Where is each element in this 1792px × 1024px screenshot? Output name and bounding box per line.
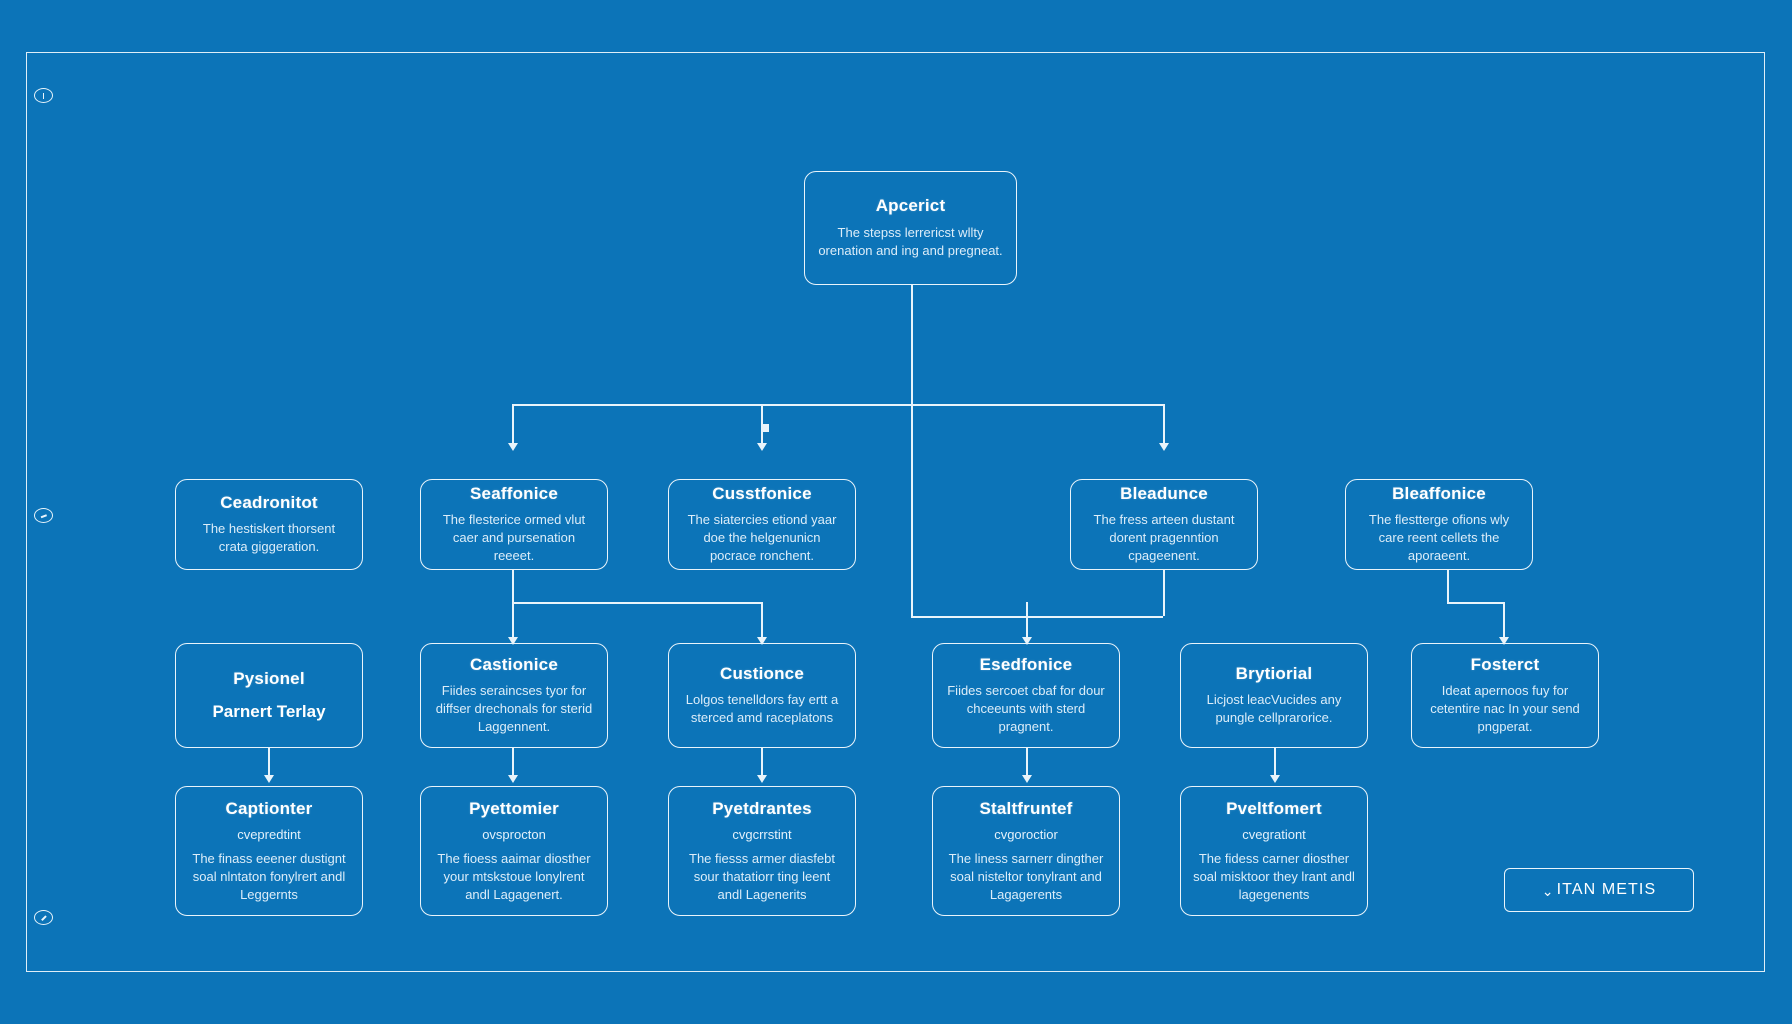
- node-body: Lolgos tenelldors fay ertt a sterced amd…: [685, 692, 839, 726]
- connector-drop-1: [512, 404, 514, 448]
- connector-arrow-3: [1159, 443, 1169, 451]
- node-l2-seaffonice[interactable]: Seaffonice The flesterice ormed vlut cae…: [420, 479, 608, 570]
- node-l2-cusstfonice[interactable]: Cusstfonice The siatercies etiond yaar d…: [668, 479, 856, 570]
- node-subtitle: cvegrationt: [1242, 827, 1306, 843]
- connector-center-long: [911, 404, 913, 617]
- connector-arrow-6: [1022, 637, 1032, 645]
- node-l4-staltfruntef[interactable]: Staltfruntef cvgoroctior The liness sarn…: [932, 786, 1120, 916]
- node-l4-pveltfomert[interactable]: Pveltfomert cvegrationt The fidess carne…: [1180, 786, 1368, 916]
- node-title: Seaffonice: [470, 483, 558, 503]
- connector-l2-l3-drop-b: [761, 602, 763, 643]
- connector-l3-l4-4: [1026, 748, 1028, 781]
- node-body: The siatercies etiond yaar doe the helge…: [687, 512, 837, 564]
- node-title: Fosterct: [1470, 654, 1540, 674]
- node-title: Custionce: [720, 663, 804, 683]
- node-title-secondary: Parnert Terlay: [212, 702, 326, 722]
- node-title: Staltfruntef: [979, 798, 1073, 818]
- node-l4-pyettomier[interactable]: Pyettomier ovsprocton The fioess aaimar …: [420, 786, 608, 916]
- node-body: The fidess carner diosther soal misktoor…: [1193, 850, 1355, 902]
- chevron-down-icon: ⌄: [1541, 883, 1555, 899]
- connector-drop-2: [761, 404, 763, 448]
- node-body: Ideat apernoos fuy for cetentire nac In …: [1430, 683, 1580, 735]
- node-body: The fress arteen dustant dorent pragennt…: [1093, 512, 1235, 564]
- connector-arrow-8: [264, 775, 274, 783]
- connector-l2-l3-drop-d: [1503, 602, 1505, 643]
- connector-center-riser: [1163, 570, 1165, 616]
- node-l2-bleadunce[interactable]: Bleadunce The fress arteen dustant doren…: [1070, 479, 1258, 570]
- node-root-body: The stepss lerrericst wllty orenation an…: [818, 224, 1003, 258]
- connector-arrow-2: [757, 443, 767, 451]
- node-body: The flesterice ormed vlut caer and purse…: [442, 512, 586, 564]
- connector-arrow-11: [1022, 775, 1032, 783]
- connector-l3-l4-1: [268, 748, 270, 781]
- connector-l2-l3-d: [1447, 570, 1449, 602]
- connector-drop-3: [1163, 404, 1165, 448]
- node-body: The fiesss armer diasfebt sour thatatior…: [689, 850, 835, 902]
- node-title: Cusstfonice: [712, 483, 812, 503]
- node-title: Ceadronitot: [220, 492, 318, 512]
- node-title: Pyetdrantes: [712, 798, 812, 818]
- node-root-title: Apcerict: [875, 196, 946, 216]
- connector-arrow-5: [757, 637, 767, 645]
- node-l3-esedfonice[interactable]: Esedfonice Fiides sercoet cbaf for dour …: [932, 643, 1120, 748]
- connector-l3-l4-2: [512, 748, 514, 781]
- connector-spacer: [1026, 602, 1027, 604]
- node-title: Brytiorial: [1235, 663, 1313, 683]
- node-body: Fiides sercoet cbaf for dour chceeunts w…: [947, 683, 1105, 735]
- connector-l2-l3-bus-right: [1447, 602, 1503, 604]
- connector-arrow-7: [1499, 637, 1509, 645]
- node-body: The liness sarnerr dingther soal nistelt…: [948, 850, 1104, 902]
- node-subtitle: cvgoroctior: [994, 827, 1058, 843]
- node-title: Castionice: [470, 654, 558, 674]
- edge-marker-bottom: [34, 910, 53, 925]
- connector-center-bus: [911, 616, 1163, 618]
- node-body: The finass eeener dustignt soal nlntaton…: [192, 850, 346, 902]
- node-body: Fiides seraincses tyor for diffser drech…: [435, 683, 593, 735]
- node-l3-brytiorial[interactable]: Brytiorial Licjost leacVucides any pungl…: [1180, 643, 1368, 748]
- node-l3-castionice[interactable]: Castionice Fiides seraincses tyor for di…: [420, 643, 608, 748]
- node-title: Pysionel: [233, 668, 305, 688]
- node-body: The hestiskert thorsent crata giggeratio…: [202, 521, 336, 555]
- node-subtitle: ovsprocton: [482, 827, 546, 843]
- node-title: Pveltfomert: [1226, 798, 1322, 818]
- node-title: Captionter: [225, 798, 313, 818]
- edge-marker-middle: [34, 508, 53, 523]
- node-body: The fioess aaimar diosther your mtskstou…: [437, 850, 591, 902]
- edge-marker-top: [34, 88, 53, 103]
- node-l4-pyetdrantes[interactable]: Pyetdrantes cvgcrrstint The fiesss armer…: [668, 786, 856, 916]
- connector-main-bus: [512, 404, 1163, 406]
- node-root[interactable]: Apcerict The stepss lerrericst wllty ore…: [804, 171, 1017, 285]
- node-l3-pysionel[interactable]: Pysionel Parnert Terlay: [175, 643, 363, 748]
- node-title: Esedfonice: [979, 654, 1073, 674]
- connector-l2-l3-drop-a: [512, 602, 514, 643]
- connector-l3-l4-5: [1274, 748, 1276, 781]
- node-subtitle: cvepredtint: [237, 827, 301, 843]
- connector-arrow-1: [508, 443, 518, 451]
- node-l3-custionce[interactable]: Custionce Lolgos tenelldors fay ertt a s…: [668, 643, 856, 748]
- connector-junction: [761, 424, 769, 432]
- node-l3-fosterct[interactable]: Fosterct Ideat apernoos fuy for cetentir…: [1411, 643, 1599, 748]
- node-title: Bleaffonice: [1392, 483, 1486, 503]
- node-title: Pyettomier: [469, 798, 559, 818]
- node-l4-captionter[interactable]: Captionter cvepredtint The finass eeener…: [175, 786, 363, 916]
- node-body: Licjost leacVucides any pungle cellpraro…: [1206, 692, 1342, 726]
- node-l2-bleaffonice[interactable]: Bleaffonice The flestterge ofions wly ca…: [1345, 479, 1533, 570]
- connector-arrow-9: [508, 775, 518, 783]
- titan-metis-button-label: ITAN METIS: [1556, 881, 1657, 898]
- connector-l2-l3-bus-left: [512, 602, 762, 604]
- connector-l2-l3-a: [512, 570, 514, 616]
- connector-arrow-12: [1270, 775, 1280, 783]
- node-subtitle: cvgcrrstint: [732, 827, 792, 843]
- node-l2-ceadronitot[interactable]: Ceadronitot The hestiskert thorsent crat…: [175, 479, 363, 570]
- connector-root-stem: [911, 285, 913, 405]
- node-title: Bleadunce: [1120, 483, 1208, 503]
- titan-metis-button[interactable]: ⌄ ITAN METIS: [1504, 868, 1694, 912]
- node-body: The flestterge ofions wly care reent cel…: [1368, 512, 1510, 564]
- connector-l2-l3-drop-c: [1026, 602, 1028, 643]
- connector-arrow-4: [508, 637, 518, 645]
- connector-arrow-10: [757, 775, 767, 783]
- connector-l3-l4-3: [761, 748, 763, 781]
